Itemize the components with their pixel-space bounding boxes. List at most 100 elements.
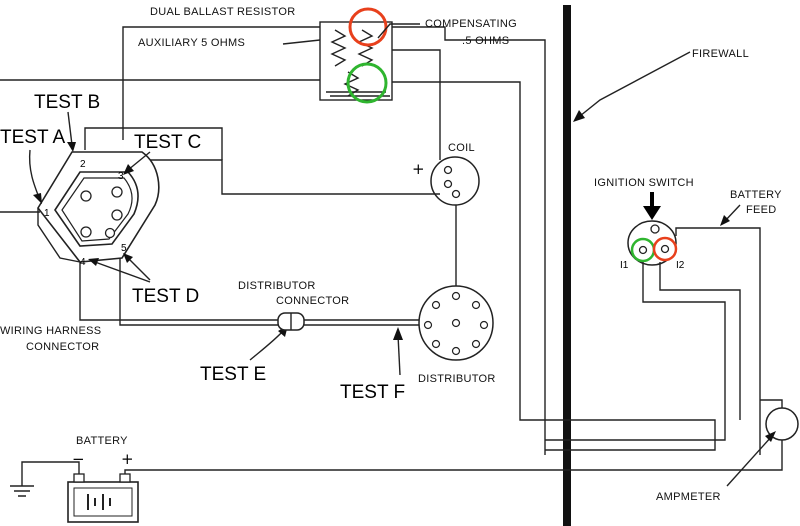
test-d-arrowhead-2: [123, 253, 133, 263]
compensating-pointer: [377, 23, 420, 39]
test-c-label: TEST C: [134, 132, 201, 153]
wire-ammeter-up: [760, 399, 783, 408]
pin-3-label: 3: [118, 171, 124, 182]
compensating-ohms-label: .5 OHMS: [462, 35, 509, 47]
firewall-bar: [563, 5, 571, 526]
wire-harness-pin5: [119, 258, 280, 326]
test-a-arrowhead: [33, 193, 42, 204]
distributor-center: [451, 318, 461, 328]
wiring-harness-connector-label: CONNECTOR: [26, 341, 99, 353]
distributor-terminal-8: [431, 300, 441, 310]
pin-1-label: 1: [44, 208, 50, 219]
battery-feed-label-1: BATTERY: [730, 189, 782, 201]
wire-top-right: [392, 26, 546, 455]
ammeter-label: AMPMETER: [656, 491, 721, 503]
i1-label: I1: [620, 260, 629, 271]
test-d-arrow-1: [94, 261, 151, 283]
firewall-pointer: [574, 51, 691, 121]
coil-terminal-a: [443, 165, 453, 175]
distributor-terminal-2: [471, 300, 481, 310]
ignition-terminal-top: [650, 224, 660, 234]
resistor-zigzag-1: [330, 29, 347, 67]
distributor-terminal-5: [451, 346, 461, 356]
ground-symbol: [10, 485, 34, 497]
distributor-terminal-6: [431, 339, 441, 349]
wire-i1: [545, 262, 726, 441]
test-b-arrow: [67, 111, 73, 146]
distributor-connector-label-1: DISTRIBUTOR: [238, 280, 316, 292]
test-f-arrow: [397, 334, 401, 376]
ammeter-pointer: [726, 435, 773, 487]
test-c-arrow: [127, 151, 151, 171]
firewall-arrowhead: [573, 110, 585, 122]
wire-battery-feed: [675, 227, 761, 455]
connector-pin-hole-5: [104, 227, 116, 239]
coil-terminal-c: [451, 189, 461, 199]
wire-harness-top: [84, 127, 223, 160]
firewall-label: FIREWALL: [692, 48, 749, 60]
ignition-arrowhead: [643, 206, 661, 220]
battery-feed-label-2: FEED: [746, 204, 777, 216]
distributor-connector-label-2: CONNECTOR: [276, 295, 349, 307]
battery-post-plus: [119, 473, 131, 483]
test-f-arrowhead: [393, 327, 403, 340]
wire-top-left: [122, 26, 320, 140]
pin-4-label: 4: [80, 257, 86, 268]
wire-ammeter-down: [130, 440, 783, 471]
battery-plus-sign: +: [121, 450, 134, 468]
wire-battery-negative: [21, 461, 80, 486]
connector-pin-hole-3: [111, 209, 123, 221]
wire-battery-positive: [124, 469, 130, 474]
dual-ballast-label: DUAL BALLAST RESISTOR: [150, 6, 295, 18]
battery-feed-arrowhead: [720, 215, 730, 226]
test-a-arrow: [28, 149, 41, 201]
wire-resistor-to-coil: [392, 49, 441, 160]
highlight-circle-compensating: [348, 7, 388, 47]
battery-label: BATTERY: [76, 435, 128, 447]
coil-plus-sign: +: [412, 160, 425, 178]
ignition-terminal-i1-dot: [638, 245, 648, 255]
ignition-switch-label: IGNITION SWITCH: [594, 177, 694, 189]
connector-pin-hole-2: [111, 186, 123, 198]
wire-harness-pin4: [79, 262, 280, 321]
connector-inner-2: [61, 177, 133, 242]
wiring-harness-label: WIRING HARNESS: [0, 325, 101, 337]
connector-pin-hole-1: [80, 190, 92, 202]
test-e-arrow: [249, 329, 285, 361]
connector-pin-hole-4: [80, 226, 92, 238]
test-d-arrow-2: [127, 257, 151, 281]
test-b-arrowhead: [67, 142, 76, 152]
coil-terminal-b: [443, 179, 453, 189]
coil-symbol: [430, 156, 480, 206]
test-c-arrowhead: [123, 164, 134, 175]
wire-aux-right: [392, 81, 716, 451]
resistor-zigzag-2: [357, 29, 374, 67]
distributor-terminal-7: [423, 320, 433, 330]
distributor-terminal-1: [451, 291, 461, 301]
auxiliary-label: AUXILIARY 5 OHMS: [138, 37, 245, 49]
battery-inner: [73, 487, 133, 517]
i2-label: I2: [676, 260, 685, 271]
pin-2-label: 2: [80, 159, 86, 170]
test-d-label: TEST D: [132, 286, 199, 307]
distributor-terminal-3: [479, 320, 489, 330]
wire-i2: [659, 262, 741, 420]
auxiliary-pointer: [282, 39, 321, 45]
ignition-terminal-i2-dot: [660, 244, 670, 254]
connector-outer-left: [37, 208, 81, 263]
test-a-label: TEST A: [0, 127, 65, 148]
ammeter-arrowhead: [765, 431, 776, 442]
distributor-terminal-4: [471, 339, 481, 349]
wire-harness-to-coil: [140, 159, 440, 195]
coil-label: COIL: [448, 142, 475, 154]
pin-5-label: 5: [121, 243, 127, 254]
test-f-label: TEST F: [340, 382, 405, 403]
compensating-label: COMPENSATING: [425, 18, 517, 30]
test-b-label: TEST B: [34, 92, 100, 113]
battery-post-minus: [73, 473, 85, 483]
test-e-label: TEST E: [200, 364, 266, 385]
battery-cells: [87, 494, 111, 510]
highlight-circle-auxiliary: [346, 62, 388, 104]
